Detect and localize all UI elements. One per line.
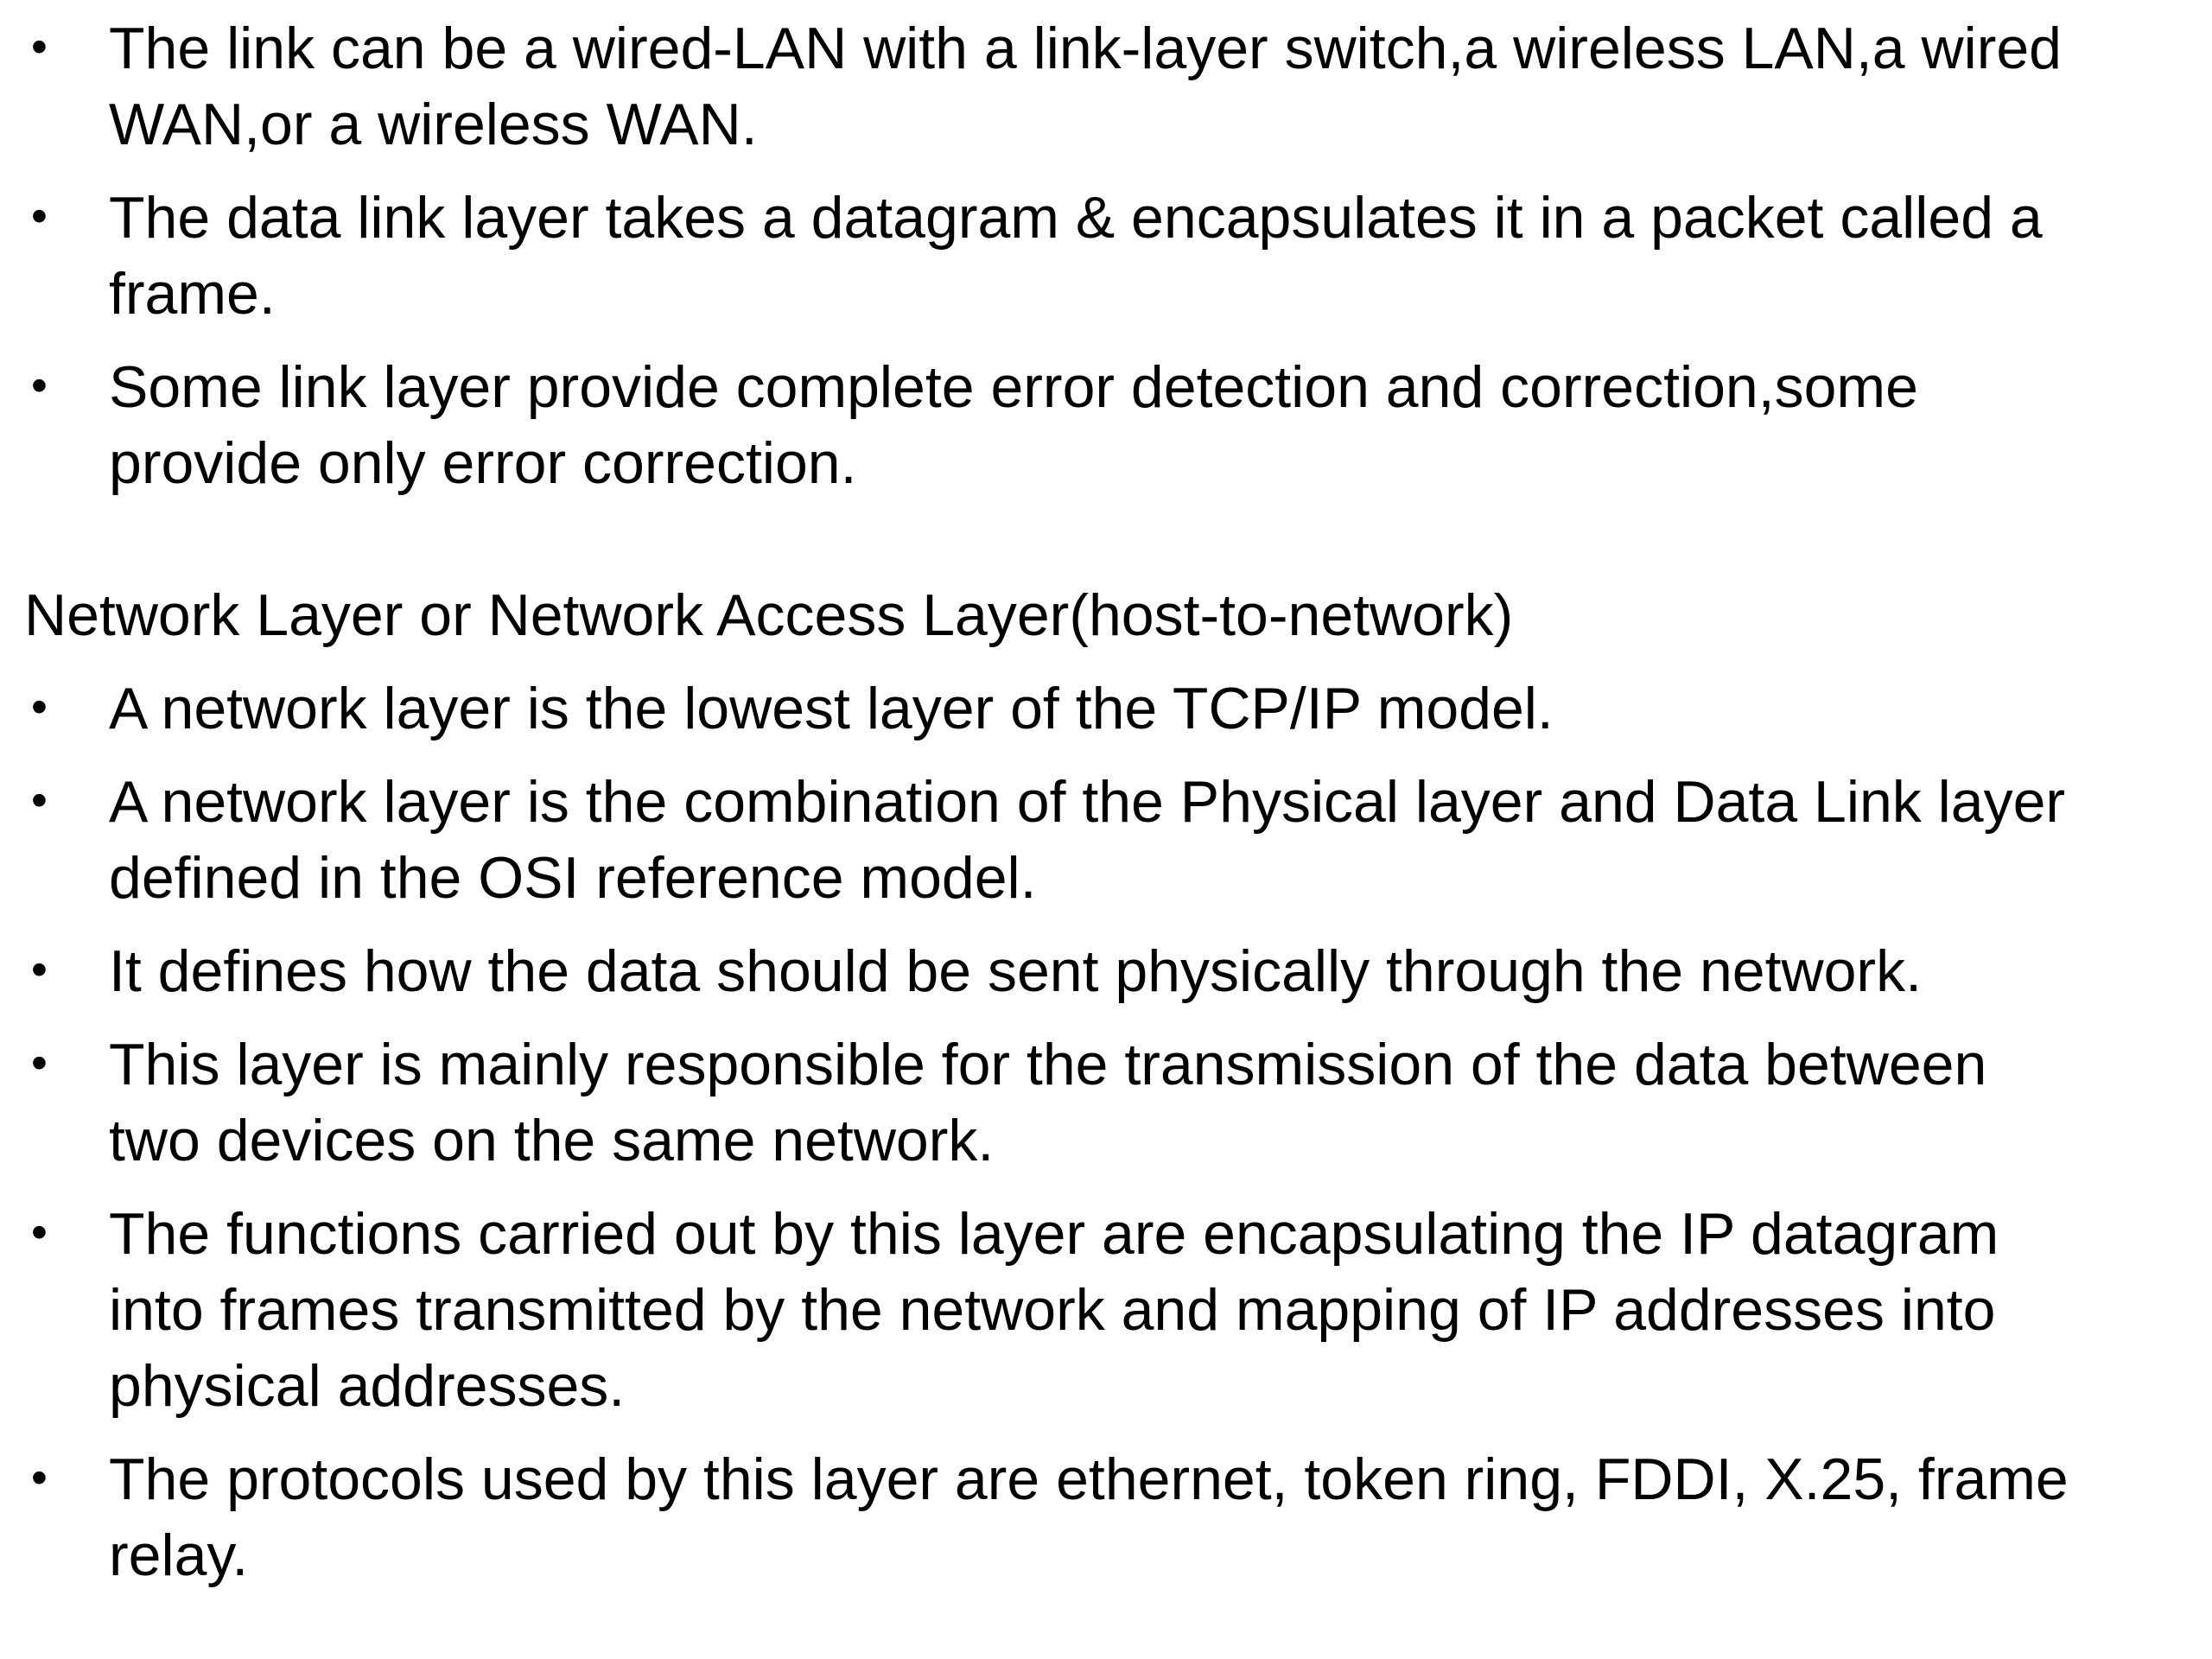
bullet-marker: • xyxy=(31,944,48,995)
bullet-item: • The functions carried out by this laye… xyxy=(0,1196,2188,1424)
bullet-text: A network layer is the lowest layer of t… xyxy=(109,676,1554,741)
bullet-item: • Some link layer provide complete error… xyxy=(0,349,2188,501)
bullet-item: • It defines how the data should be sent… xyxy=(0,933,2188,1009)
bullet-marker: • xyxy=(31,774,48,826)
bullet-item: • A network layer is the combination of … xyxy=(0,764,2188,916)
bullet-marker: • xyxy=(31,1452,48,1503)
network-bullet-list: • A network layer is the lowest layer of… xyxy=(0,671,2188,1593)
bullet-item: • A network layer is the lowest layer of… xyxy=(0,671,2188,747)
bullet-item: • The link can be a wired-LAN with a lin… xyxy=(0,10,2188,162)
bullet-item: • This layer is mainly responsible for t… xyxy=(0,1027,2188,1179)
bullet-marker: • xyxy=(31,190,48,242)
bullet-marker: • xyxy=(31,359,48,411)
bullet-item: • The protocols used by this layer are e… xyxy=(0,1441,2188,1593)
bullet-text: It defines how the data should be sent p… xyxy=(109,938,1922,1004)
bullet-marker: • xyxy=(31,1206,48,1258)
bullet-text: The protocols used by this layer are eth… xyxy=(109,1446,2069,1588)
section-heading: Network Layer or Network Access Layer(ho… xyxy=(24,582,1514,648)
bullet-text: The link can be a wired-LAN with a link-… xyxy=(109,16,2062,157)
bullet-marker: • xyxy=(31,681,48,733)
bullet-text: This layer is mainly responsible for the… xyxy=(109,1032,1987,1173)
intro-bullet-list: • The link can be a wired-LAN with a lin… xyxy=(0,10,2188,501)
bullet-item: • The data link layer takes a datagram &… xyxy=(0,180,2188,332)
bullet-marker: • xyxy=(31,1037,48,1089)
bullet-text: The data link layer takes a datagram & e… xyxy=(109,185,2043,327)
bullet-marker: • xyxy=(31,21,48,73)
bullet-text: Some link layer provide complete error d… xyxy=(109,354,1918,496)
bullet-text: A network layer is the combination of th… xyxy=(109,769,2066,911)
bullet-text: The functions carried out by this layer … xyxy=(109,1201,1999,1419)
